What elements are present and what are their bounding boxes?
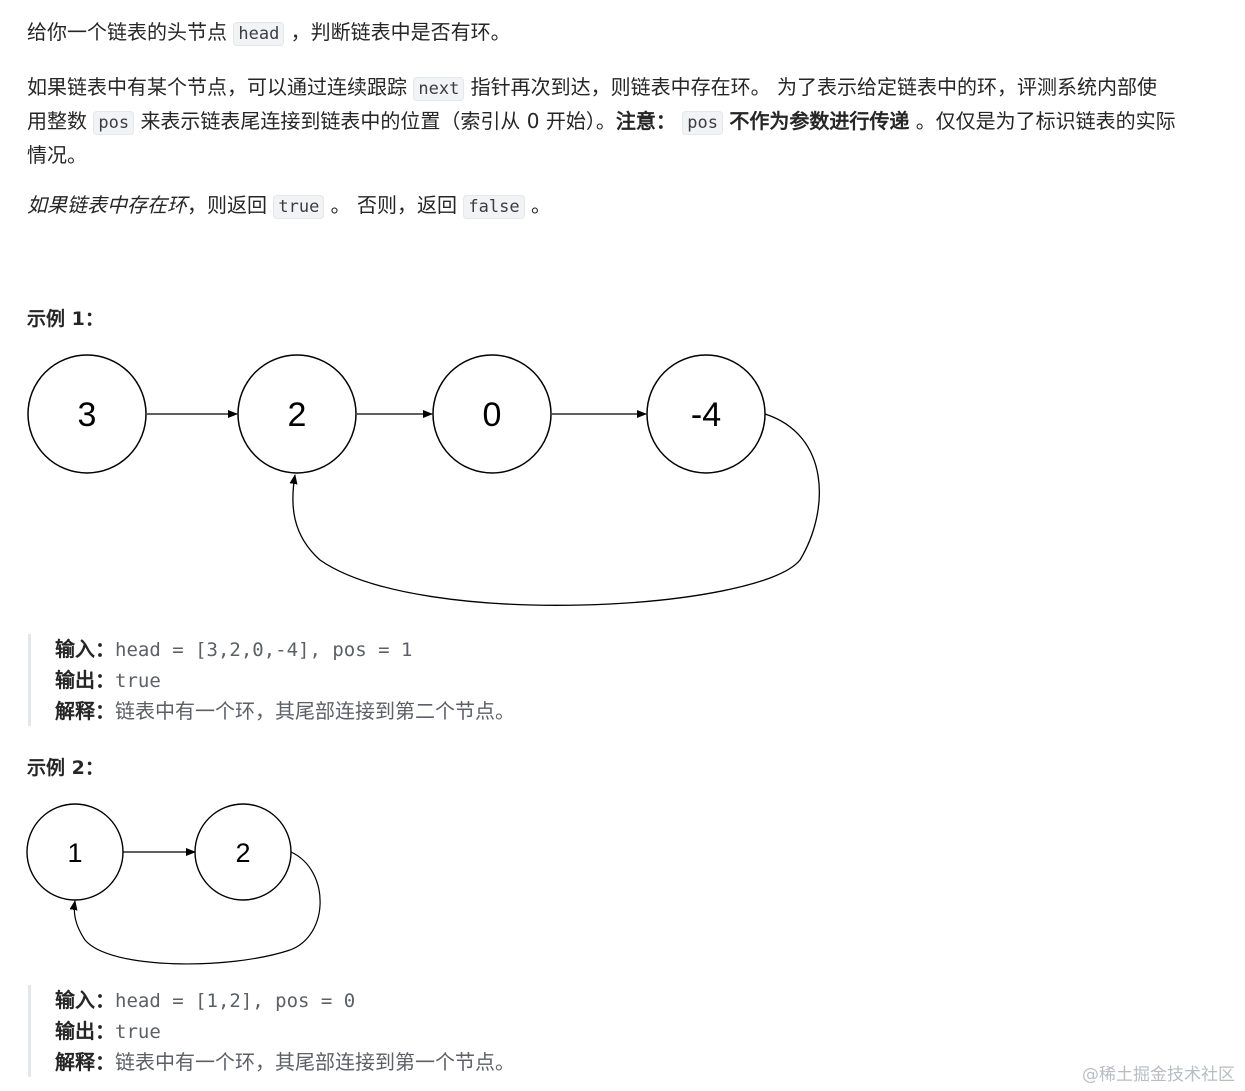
example-2-io: 输入：head = [1,2], pos = 0 输出：true 解释：链表中有…: [28, 985, 515, 1077]
code-pos-note: pos: [682, 111, 723, 135]
note-label: 注意：: [615, 109, 676, 133]
problem-return: 如果链表中存在环，则返回 true 。 否则，返回 false 。: [27, 193, 551, 219]
example-1-diagram: 3 2 0 -4: [27, 354, 821, 606]
code-head: head: [233, 22, 285, 46]
list-node: 0: [432, 354, 552, 474]
list-node: -4: [646, 354, 766, 474]
note-text: 不作为参数进行传递: [729, 109, 910, 133]
example-2-diagram: 1 2: [26, 803, 321, 965]
svg-text:0: 0: [483, 396, 502, 434]
example-1-heading: 示例 1：: [27, 308, 104, 330]
list-node: 1: [26, 803, 124, 901]
code-false: false: [463, 195, 525, 219]
code-pos: pos: [93, 111, 135, 135]
svg-text:-4: -4: [691, 396, 721, 434]
svg-text:1: 1: [67, 838, 82, 868]
example-2-explanation: 链表中有一个环，其尾部连接到第一个节点。: [115, 1050, 515, 1074]
watermark: @稀土掘金技术社区: [1082, 1065, 1235, 1085]
example-2-heading: 示例 2：: [27, 757, 104, 779]
problem-description: 如果链表中有某个节点，可以通过连续跟踪 next 指针再次到达，则链表中存在环。…: [27, 75, 1176, 167]
example-1-output: true: [115, 670, 161, 692]
cycle-arrow: [289, 413, 821, 606]
example-2-input: head = [1,2], pos = 0: [115, 990, 356, 1012]
svg-text:2: 2: [235, 838, 250, 868]
list-node: 3: [27, 354, 147, 474]
example-2-output: true: [115, 1021, 161, 1043]
list-node: 2: [237, 354, 357, 474]
example-1-io: 输入：head = [3,2,0,-4], pos = 1 输出：true 解释…: [28, 634, 515, 726]
example-1-input: head = [3,2,0,-4], pos = 1: [115, 639, 413, 661]
svg-text:3: 3: [78, 396, 97, 434]
example-1-explanation: 链表中有一个环，其尾部连接到第二个节点。: [115, 699, 515, 723]
svg-text:2: 2: [288, 396, 307, 434]
problem-intro: 给你一个链表的头节点 head ，判断链表中是否有环。: [27, 20, 511, 46]
list-node: 2: [194, 803, 292, 901]
cycle-arrow: [69, 851, 321, 965]
code-next: next: [413, 77, 465, 101]
code-true: true: [273, 195, 325, 219]
